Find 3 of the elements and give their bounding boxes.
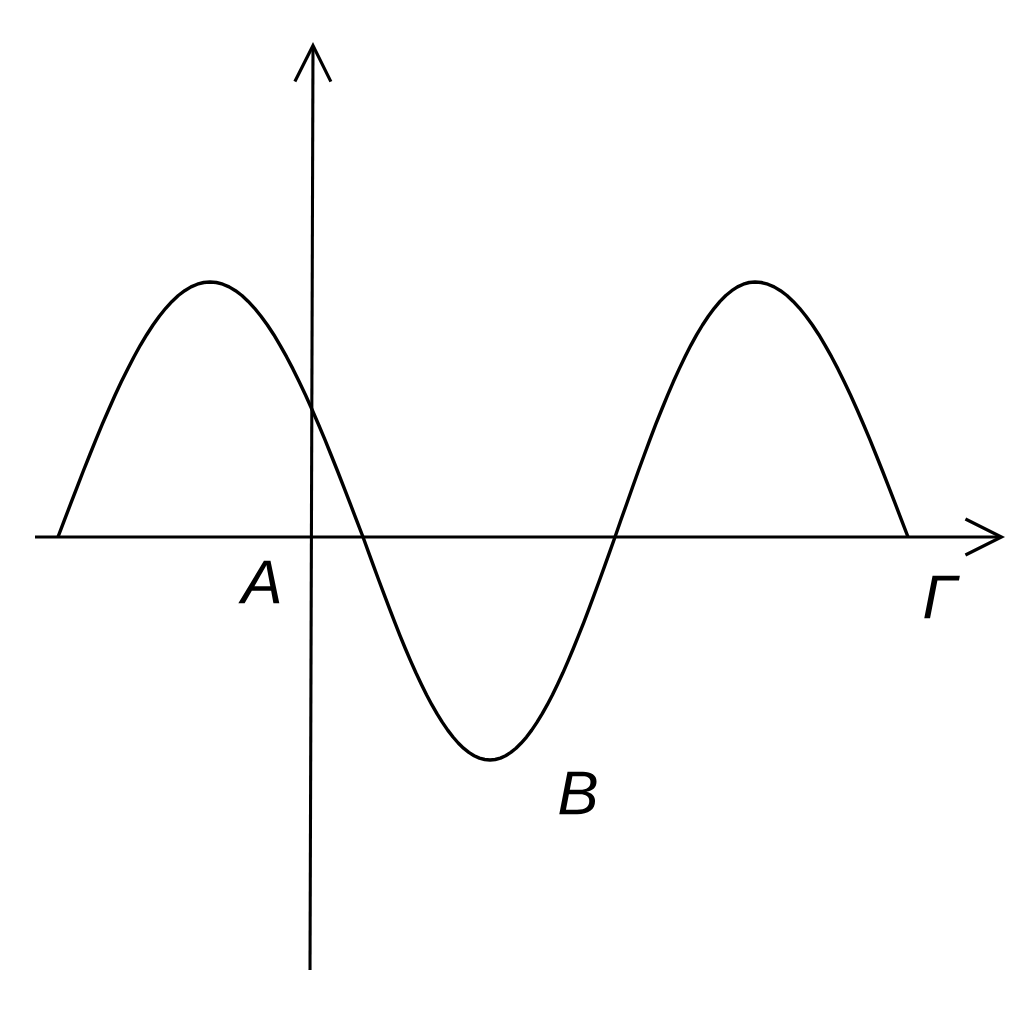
point-label: B: [559, 771, 597, 815]
point-label: A: [238, 560, 280, 604]
point-label: Γ: [924, 575, 960, 619]
